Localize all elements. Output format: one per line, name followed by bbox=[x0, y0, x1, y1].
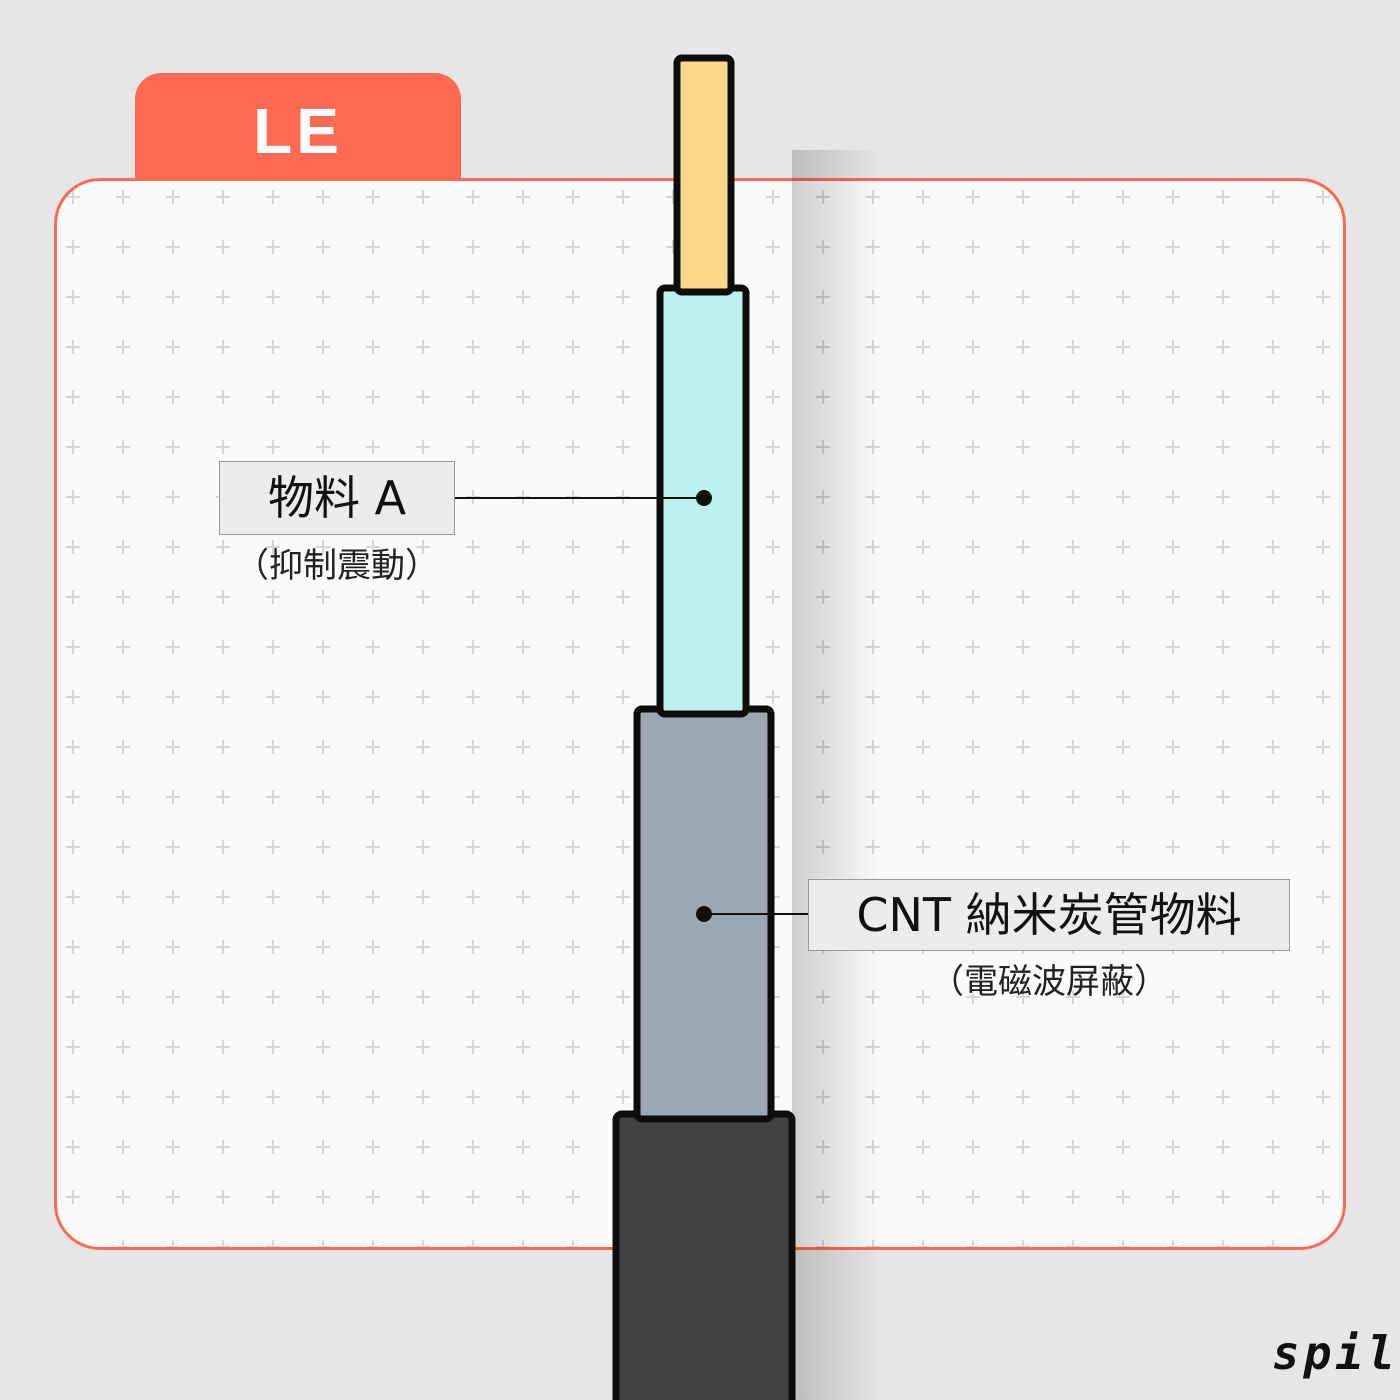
cnt-subtitle: （電磁波屏蔽） bbox=[930, 962, 1168, 1002]
le-tab-label: LE bbox=[253, 95, 343, 167]
material-a-label: 物料 A bbox=[219, 461, 455, 535]
cnt-marker-dot bbox=[696, 906, 712, 922]
material-a-subtitle: （抑制震動） bbox=[235, 546, 439, 586]
cnt-title: CNT 納米炭管物料 bbox=[856, 888, 1242, 942]
cable-shadow bbox=[792, 150, 882, 1400]
cnt-label: CNT 納米炭管物料 bbox=[808, 879, 1290, 951]
spill-logo: spill bbox=[1272, 1326, 1400, 1380]
cable-jacket bbox=[612, 1110, 796, 1400]
material-a-title: 物料 A bbox=[267, 471, 407, 525]
material-a-marker-dot bbox=[696, 490, 712, 506]
core-conductor bbox=[673, 54, 735, 296]
